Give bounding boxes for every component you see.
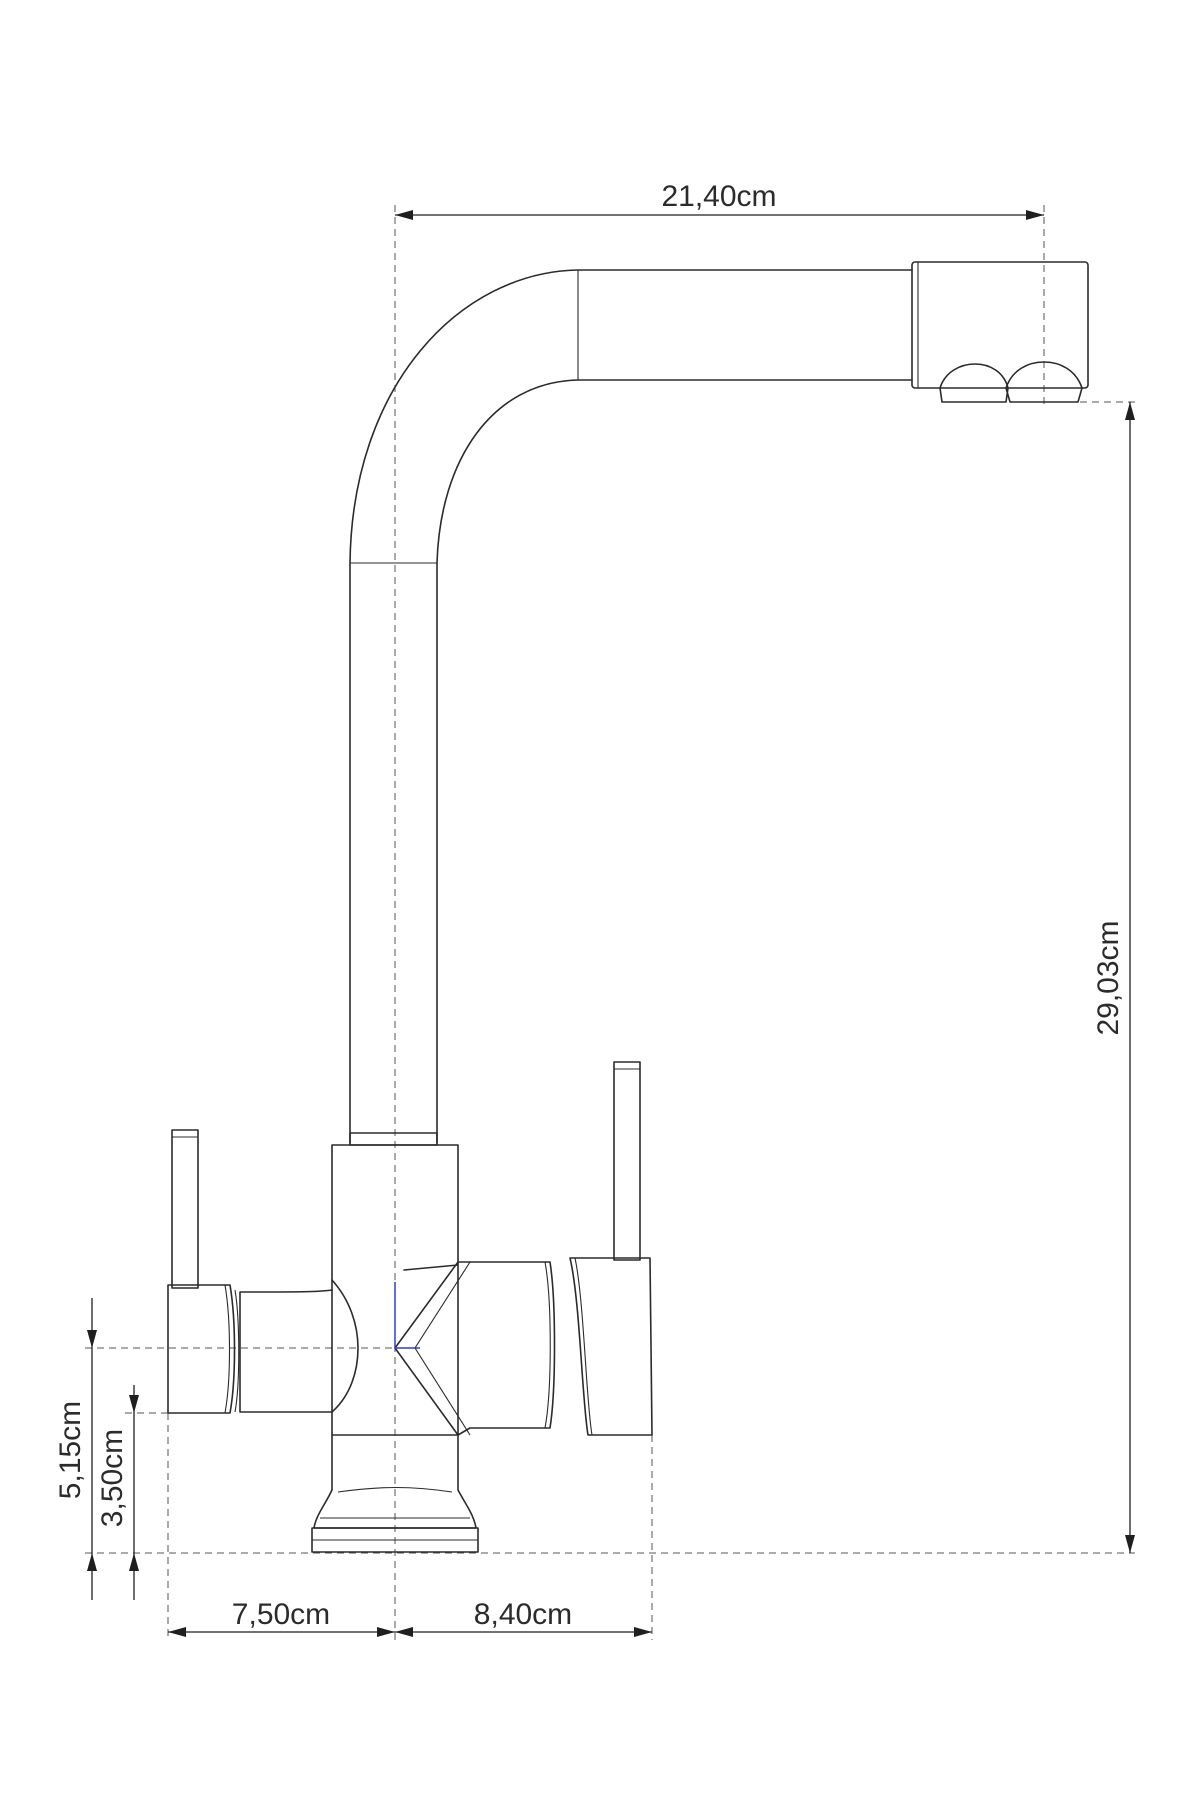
dimension-right-offset: 8,40cm [395, 1598, 652, 1637]
spout-inner-curve [436, 379, 913, 1144]
dimension-label-spout-height: 29,03cm [1092, 920, 1125, 1035]
dimension-lower-handle: 3,50cm [96, 1385, 139, 1600]
center-mark [394, 1282, 420, 1349]
right-handle-cap [569, 1257, 653, 1436]
dimension-label-lower-handle: 3,50cm [96, 1429, 129, 1527]
spout-collar [349, 1132, 438, 1146]
right-handle-cap-inner [574, 1257, 593, 1436]
left-cylinder [239, 1289, 333, 1413]
dimension-handle-axis: 5,15cm [54, 1298, 97, 1600]
dimension-label-spout-reach: 21,40cm [661, 180, 776, 213]
central-body [331, 1144, 459, 1436]
left-handle-cap [167, 1284, 236, 1414]
aerator-left [939, 363, 1009, 403]
dimension-label-handle-axis: 5,15cm [54, 1401, 87, 1499]
body-left-curve [331, 1279, 359, 1413]
left-handle-cap-inner [224, 1284, 231, 1414]
dimension-spout-height: 29,03cm [1092, 402, 1135, 1553]
spout-outer-curve [349, 269, 913, 1144]
right-cylinder-line [544, 1261, 551, 1429]
left-cylinder-top [234, 1289, 240, 1413]
dimension-label-right-offset: 8,40cm [474, 1598, 572, 1631]
left-lever [171, 1129, 199, 1289]
spout-head [911, 261, 1089, 389]
faucet-outline [167, 261, 1089, 1553]
dimension-spout-reach: 21,40cm [395, 180, 1044, 220]
body-right-notch-inner [414, 1261, 471, 1436]
right-lever [613, 1061, 641, 1261]
right-cylinder [457, 1261, 556, 1436]
dimension-label-left-offset: 7,50cm [232, 1598, 330, 1631]
dimension-left-offset: 7,50cm [168, 1598, 395, 1637]
base-ring-1 [337, 1486, 453, 1493]
aerator-right [1005, 361, 1083, 403]
extension-lines [85, 205, 1135, 1640]
